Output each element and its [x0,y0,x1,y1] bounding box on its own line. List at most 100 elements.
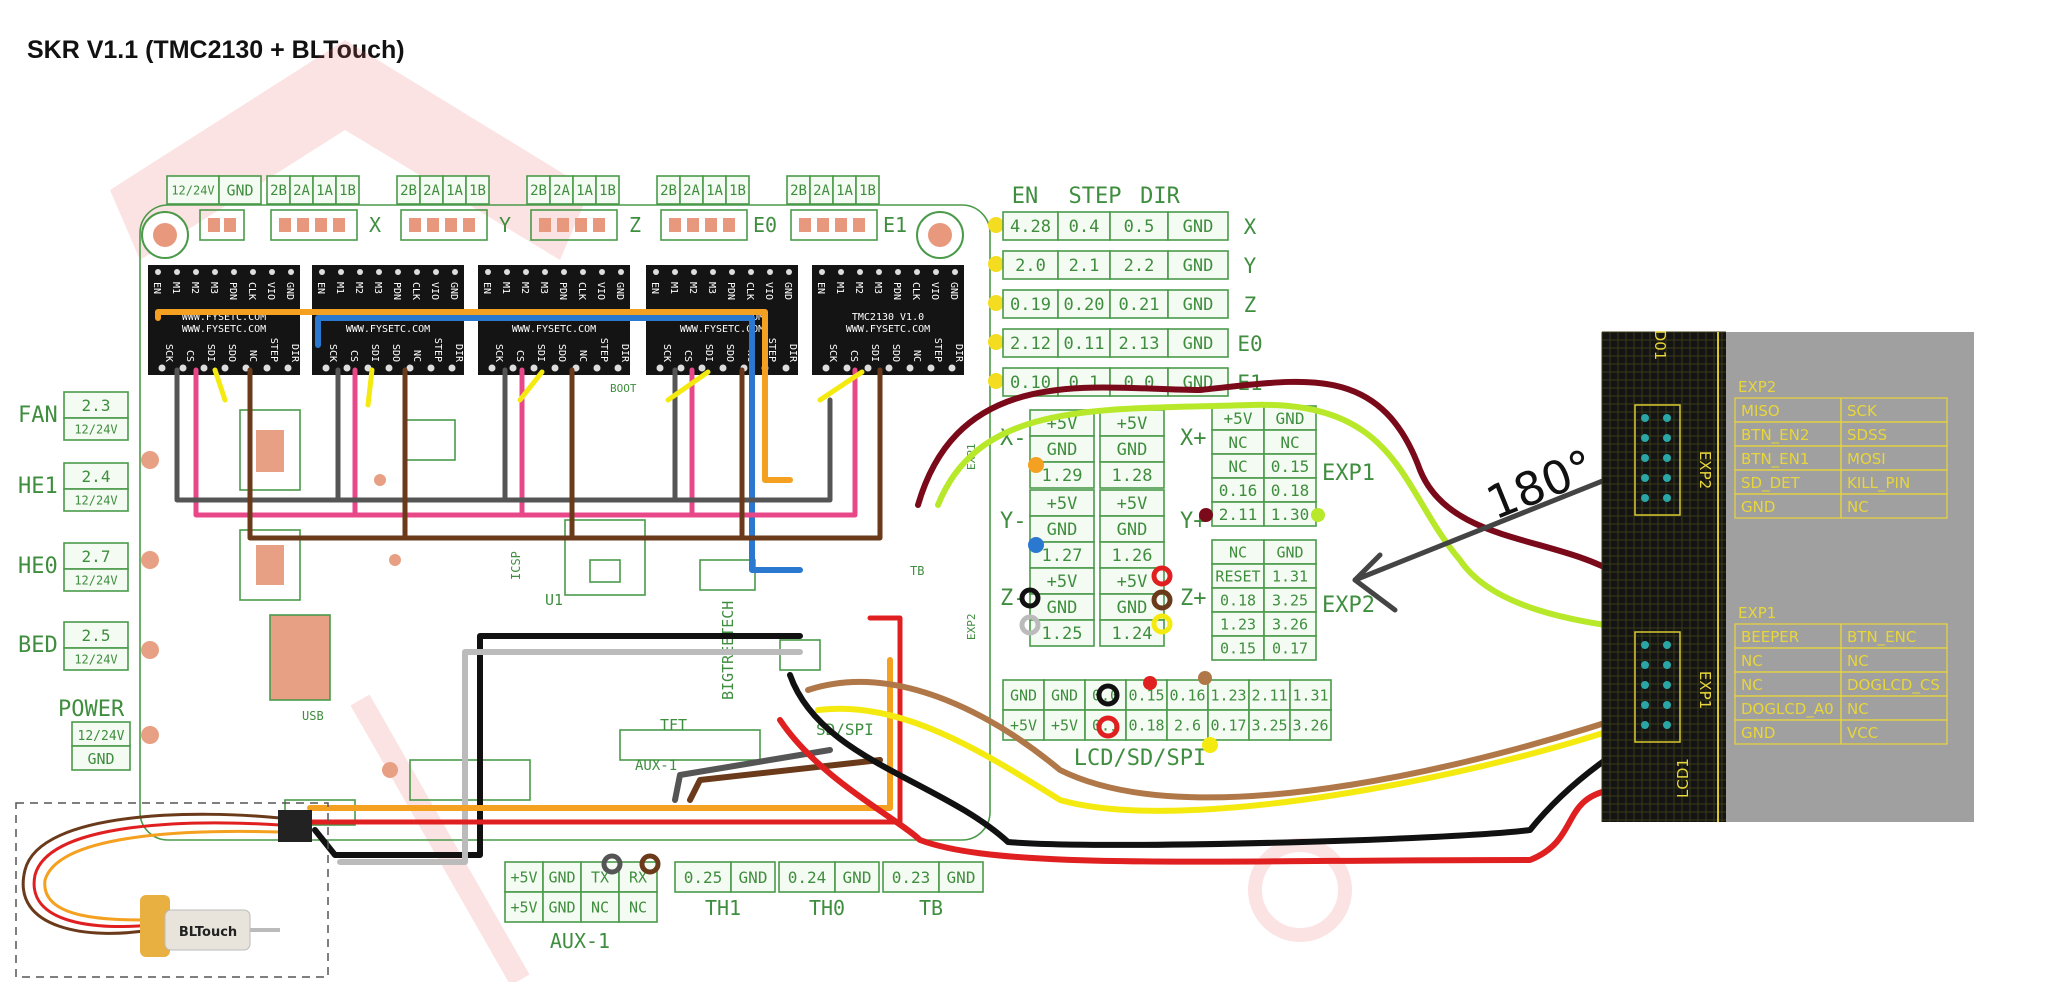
left-volt-bed-box [63,647,129,671]
aux1-r1-c2: NC [591,898,609,916]
lcd-exp2-r4-c1-box [1840,493,1948,519]
thermistor-1-pin: 0.24 [788,868,827,887]
driver-0-bottom-pad-5 [263,364,271,372]
exp1-table-label: EXP1 [1322,461,1375,486]
lcd-exp1-r4-c0: GND [1741,724,1775,742]
thermistor-0-pin: 0.25 [684,868,723,887]
lcd-dot-brown [1198,671,1212,685]
silk-tft: TFT [660,716,687,734]
left-pin-he0: 2.7 [82,547,111,566]
endstop-x-plus-cell-1: GND [1117,440,1148,460]
driver-2-bottom-pin-2: SDI [535,344,546,362]
driver-4-top-pin-2: M2 [853,282,864,294]
driver-4-top-pin-5: CLK [910,282,921,300]
endstop-y-minus-cell-2: 1.27 [1042,546,1083,566]
driver-4-bottom-pad-5 [927,364,935,372]
driver-1-bottom-pin-4: NC [411,350,422,362]
driver-4-bottom-pad-6 [948,364,956,372]
driver-0-bottom-pin-0: SCK [163,344,174,362]
motor-4-pin-3: 1B [859,183,876,199]
board-components [141,409,821,826]
driver-4-top-pin-1: M1 [834,282,845,294]
driver-2-bottom-pin-4: NC [577,350,588,362]
aux1-r1-c0: +5V [510,898,537,916]
endstop-x-plus-cell-1-box [1099,435,1165,463]
pin-table-r2-c0-box [1002,289,1059,319]
endstop-y-minus-cell-1: GND [1047,520,1078,540]
endstop-y-minus-cell-0-box [1029,489,1095,517]
motor-2-pin-0: 2B [530,183,547,199]
lcd-exp2-r1-c0: BTN_EN2 [1741,426,1809,445]
driver-1-top-pin-0: EN [315,282,326,294]
wire-lime [935,401,1653,635]
motor-3-pin-1: 2A [683,183,700,199]
pin-table-dot-2 [988,295,1004,311]
lcd-header-d01-label: D01 [1651,330,1669,361]
exp1-dot-lime [1311,508,1325,522]
driver-3-bottom-pin-0: SCK [661,344,672,362]
lcd-sd-spi-label: LCD/SD/SPI [1074,746,1206,771]
driver-3-top-pad-5 [748,269,754,275]
power-cell-volt: 12/24V [78,729,125,744]
driver-0-bottom-pad-0 [158,364,166,372]
driver-0-top-pad-5 [250,269,256,275]
driver-1-top-pin-1: M1 [334,282,345,294]
lcd-sd-spi-bottom-3-box [1125,709,1168,741]
lcd-exp1-r0-c0: BEEPER [1741,628,1799,646]
pin-table-r1-c3-box [1167,250,1229,280]
exp1-table-r2-c0-box [1211,453,1265,479]
silk-aux1: AUX-1 [635,758,677,774]
driver-1-top-pin-6: VIO [429,282,440,300]
pin-table-r2-c3-box [1167,289,1229,319]
driver-3-top-pin-7: GND [782,282,793,300]
driver-2-bottom-pad-2 [530,364,538,372]
driver-3-bottom-pin-3: SDO [724,344,735,362]
lcd-exp1-title: EXP1 [1738,604,1776,622]
lcd-header-lcd1-label: LCD1 [1674,758,1692,798]
aux1-r0-c1-box [542,861,582,893]
exp2-table-r4-c1: 0.17 [1272,639,1308,657]
lcd-sd-spi-bottom-7: 3.26 [1292,716,1328,734]
driver-0-top-pad-0 [155,269,161,275]
exp1-pin-a-1 [1641,661,1649,669]
driver-2-top-pad-2 [523,269,529,275]
pin-table-r2-c3: GND [1183,295,1214,315]
exp2-table-r4-c1-box [1263,635,1317,661]
exp1-pin-a-4 [1641,721,1649,729]
driver-4-top-pad-1 [838,269,844,275]
driver-1-top-pin-4: PDN [391,282,402,300]
exp2-table-r4-c0-box [1211,635,1265,661]
bltouch-cable-red [32,821,282,928]
pin-table-r2-c1-box [1057,289,1111,319]
exp2-table-r1-c1-box [1263,563,1317,589]
silk-icsp: ICSP [509,551,523,580]
driver-2-bottom-pad-3 [551,364,559,372]
silk-boot: BOOT [610,382,637,395]
exp2-table-r2-c1: 3.25 [1272,591,1308,609]
motor-2-pad-1 [557,218,569,232]
driver-3-bottom-pin-5: STEP [766,338,777,362]
left-volt-bed: 12/24V [74,652,117,666]
exp2-table-r2-c0-box [1211,587,1265,613]
exp2-pin-a-1 [1641,434,1649,442]
driver-1-top-pin-2: M2 [353,282,364,294]
thermistor-0-label: TH1 [705,896,741,920]
lcd-sd-spi-bottom-3: 0.18 [1128,716,1164,734]
driver-2-bottom-pin-5: STEP [598,338,609,362]
pin-table-header-step: STEP [1069,184,1122,209]
wire-gray-board [337,649,803,865]
driver-3-url: WWW.FYSETC.COM [680,324,764,335]
endstop-z-plus-dot-red [1151,565,1173,587]
driver-4-bottom-pad-3 [885,364,893,372]
lcd-sd-spi-top-5: 1.23 [1210,686,1246,704]
pin-table-r3-c3: GND [1183,334,1214,354]
pin-table-axis-1: Y [1244,254,1257,278]
wire-darkgray-aux [672,747,833,803]
left-label-he1: HE1 [18,474,58,499]
driver-2-bottom-pin-6: DIR [619,344,630,363]
driver-4-bottom-pin-6: DIR [953,344,964,363]
wire-pink-bus [193,367,858,518]
driver-3-top-pad-2 [691,269,697,275]
